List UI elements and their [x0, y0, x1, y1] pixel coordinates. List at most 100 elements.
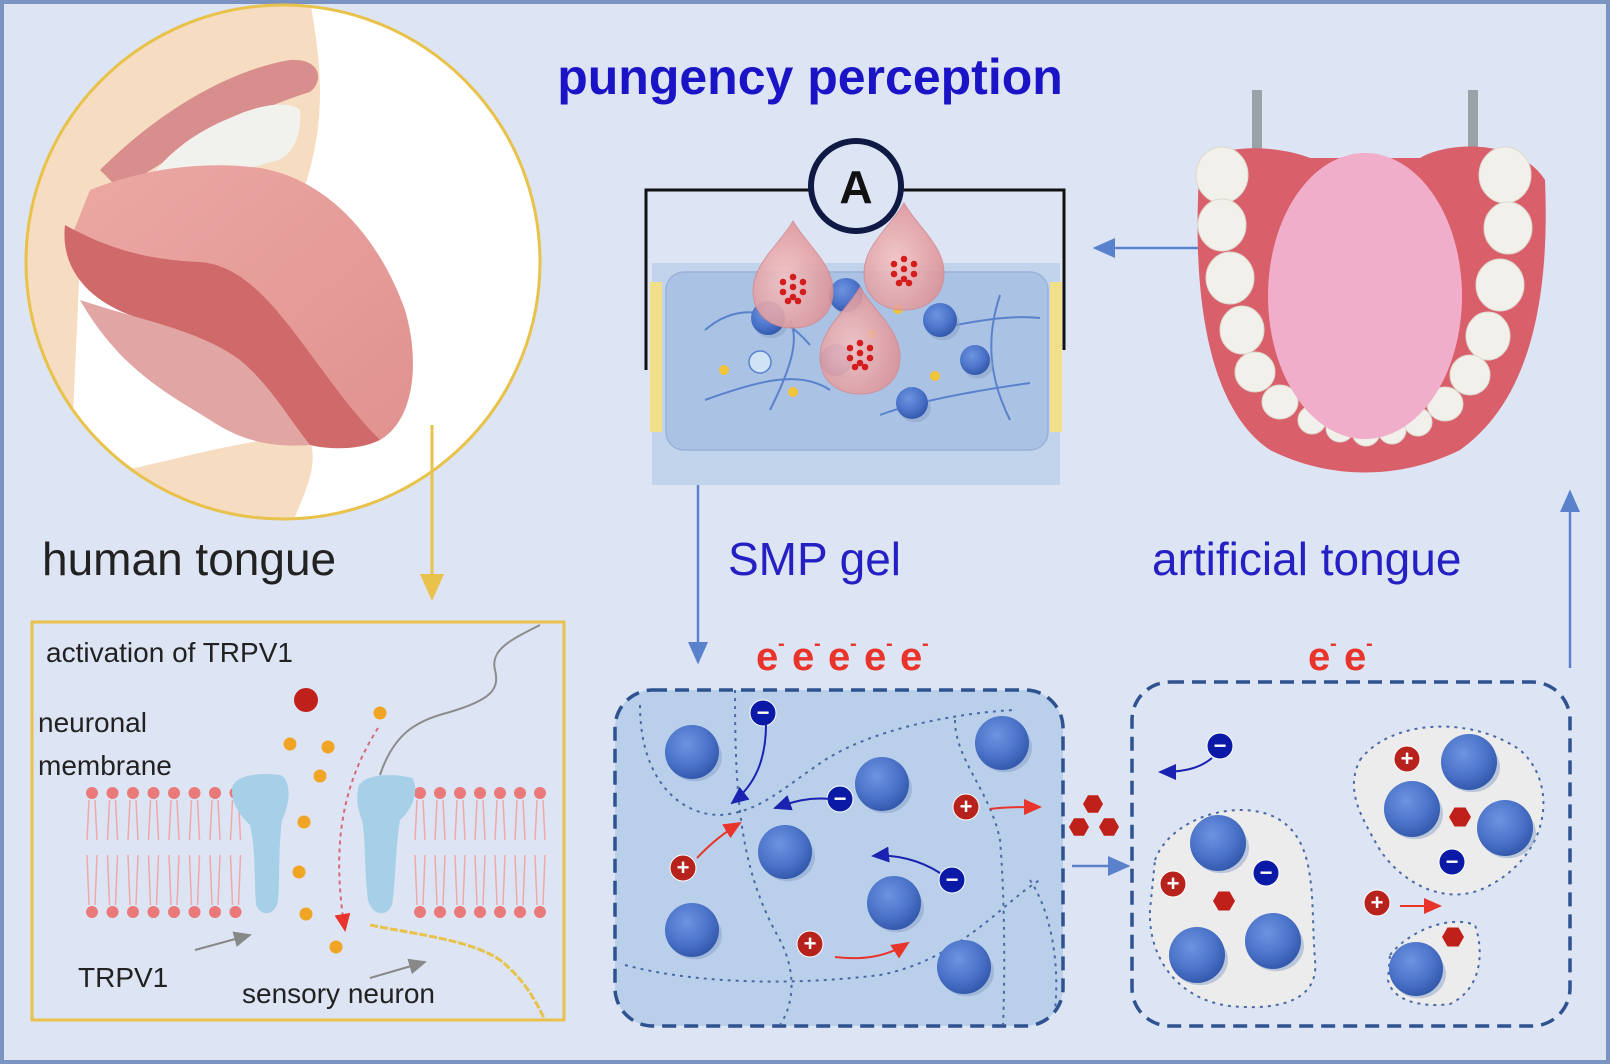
lipid-molecule	[209, 787, 221, 918]
capsaicin-hexagon	[1449, 807, 1471, 827]
anion-motion-arrow	[871, 846, 941, 874]
tooth	[1195, 146, 1249, 204]
human-tongue-label: human tongue	[42, 533, 336, 585]
calcium-ion	[329, 940, 343, 954]
electron-charge: -	[1366, 633, 1373, 655]
capsaicin-molecule	[294, 688, 318, 712]
neuron-fiber-top	[379, 624, 541, 776]
tongue-underside	[64, 225, 380, 449]
polymer-particle	[1441, 734, 1500, 793]
calcium-ion	[297, 815, 311, 829]
lipid-molecule	[434, 787, 446, 918]
lipid-molecule	[454, 787, 466, 918]
electrode-pin-left	[1252, 90, 1262, 150]
svg-text:+: +	[804, 931, 817, 956]
smp-gel-device: A	[644, 138, 1066, 485]
membrane-label-line1: neuronal	[38, 707, 147, 738]
figure-title: pungency perception	[557, 49, 1063, 105]
anion: −	[749, 699, 777, 727]
svg-text:−: −	[757, 700, 770, 725]
gold-molecule	[788, 387, 798, 397]
free-state-ions: −−−+++	[669, 699, 980, 958]
calcium-ion	[283, 737, 297, 751]
cation-motion-arrow	[834, 941, 910, 960]
polymer-particle	[923, 303, 960, 341]
electron: e	[828, 635, 850, 679]
svg-text:−: −	[1446, 849, 1459, 874]
ammeter	[808, 138, 904, 234]
electrode-left	[650, 282, 662, 432]
electron-charge: -	[922, 633, 929, 655]
polymer-particle	[1384, 781, 1443, 840]
tooth	[1483, 201, 1533, 255]
pungent-droplets	[752, 201, 945, 395]
teeth	[150, 104, 301, 183]
calcium-ion	[373, 706, 387, 720]
capsaicin-hexagon	[1069, 818, 1089, 836]
polymer-particle	[665, 903, 722, 960]
gold-molecule	[930, 371, 940, 381]
trpv1-label: TRPV1	[78, 962, 168, 993]
polymer-particle	[867, 876, 924, 933]
lipid-molecule	[168, 787, 180, 918]
polymer-particle	[665, 725, 722, 782]
tooth	[1478, 146, 1532, 204]
free-state-panel	[613, 688, 1065, 1028]
capsaicin-molecules	[1069, 795, 1119, 836]
lipid-molecule	[127, 787, 139, 918]
pungent-droplet	[819, 285, 901, 395]
domain-boundaries	[624, 689, 1058, 1026]
tooth	[1475, 258, 1525, 312]
electron: e	[1308, 635, 1330, 679]
electron: e	[792, 635, 814, 679]
capsaicin-hexagon	[1442, 927, 1464, 947]
tooth	[1234, 351, 1276, 393]
membrane-label-line2: membrane	[38, 750, 172, 781]
svg-text:−: −	[834, 786, 847, 811]
polymer-particle	[975, 716, 1032, 773]
capsaicin-hexagon	[1083, 795, 1103, 813]
electron-row-bound: e-e-	[1308, 633, 1373, 679]
electron-charge: -	[778, 633, 785, 655]
artificial-tongue-surface	[1268, 153, 1462, 439]
tooth	[1205, 251, 1255, 305]
polymer-particle	[1190, 815, 1249, 874]
inset-heading: activation of TRPV1	[46, 637, 293, 668]
tooth	[1261, 384, 1299, 420]
anion: −	[1252, 859, 1280, 887]
calcium-ion	[292, 865, 306, 879]
smp-gel-label: SMP gel	[728, 533, 901, 585]
trpv1-inset: activation of TRPV1 neuronal membrane TR…	[30, 620, 566, 1022]
bound-state-ions: −−−+++	[1159, 732, 1466, 917]
capsaicin-hexagon	[1213, 891, 1235, 911]
calcium-ion	[313, 769, 327, 783]
anion: −	[938, 866, 966, 894]
tooth	[1219, 305, 1265, 355]
lipid-molecule	[514, 787, 526, 918]
anion-motion-arrow	[773, 795, 831, 811]
svg-text:+: +	[960, 794, 973, 819]
polymer-particle	[1169, 927, 1228, 986]
electrode-right	[1050, 282, 1062, 432]
polymer-particle	[758, 825, 815, 882]
polymer-particle	[1245, 913, 1304, 972]
tooth	[1465, 311, 1511, 361]
svg-text:−: −	[946, 867, 959, 892]
gold-molecule	[719, 365, 729, 375]
svg-text:−: −	[1260, 860, 1273, 885]
lipid-molecule	[494, 787, 506, 918]
pungent-droplet	[752, 219, 834, 329]
electron: e	[1344, 635, 1366, 679]
lipid-molecule	[188, 787, 201, 918]
calcium-ions	[283, 706, 387, 954]
hollow-particle	[748, 350, 772, 374]
anion-motion-arrow	[730, 723, 767, 805]
bound-state-panel	[1130, 680, 1572, 1028]
lipid-molecule	[474, 787, 486, 918]
artificial-tongue-label: artificial tongue	[1152, 533, 1461, 585]
polymer-particle	[1477, 800, 1536, 859]
trpv1-channel-left	[232, 773, 289, 914]
electrode-pin-right	[1468, 90, 1478, 150]
lipid-molecule	[147, 787, 160, 918]
